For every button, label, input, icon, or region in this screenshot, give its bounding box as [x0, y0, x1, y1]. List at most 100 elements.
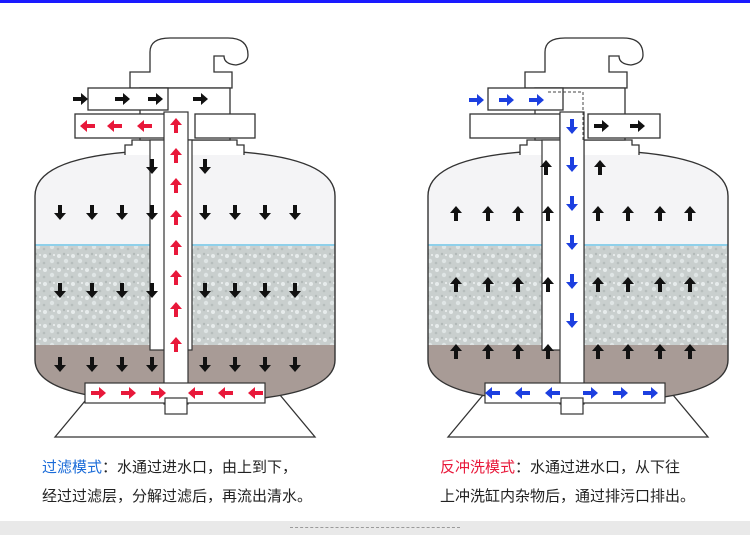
waste-port: [194, 113, 256, 139]
blue-arrow-icon: [515, 387, 530, 399]
black-arrow-icon: [259, 283, 271, 298]
black-arrow-icon: [199, 205, 211, 220]
red-arrow-icon: [170, 302, 182, 317]
black-arrow-icon: [622, 344, 634, 359]
blue-arrow-icon: [583, 387, 598, 399]
collector-neck: [164, 397, 188, 415]
red-arrow-icon: [170, 270, 182, 285]
black-arrow-icon: [199, 357, 211, 372]
black-arrow-icon: [542, 206, 554, 221]
black-arrow-icon: [229, 283, 241, 298]
black-arrow-icon: [592, 206, 604, 221]
red-arrow-icon: [170, 240, 182, 255]
black-arrow-icon: [592, 277, 604, 292]
black-arrow-icon: [594, 120, 609, 132]
side-port: [469, 113, 561, 139]
blue-arrow-icon: [529, 94, 544, 106]
black-arrow-icon: [622, 206, 634, 221]
black-arrow-icon: [146, 205, 158, 220]
filter-mode-tank: [34, 37, 336, 438]
filter-mode-title: 过滤模式: [42, 458, 103, 476]
black-arrow-icon: [482, 206, 494, 221]
black-arrow-icon: [115, 93, 130, 105]
top-border-line: [0, 0, 750, 3]
black-arrow-icon: [684, 206, 696, 221]
blue-arrow-icon: [566, 313, 578, 328]
black-arrow-icon: [146, 283, 158, 298]
black-arrow-icon: [259, 205, 271, 220]
black-arrow-icon: [592, 344, 604, 359]
black-arrow-icon: [259, 357, 271, 372]
blue-arrow-icon: [566, 119, 578, 134]
black-arrow-icon: [512, 344, 524, 359]
black-arrow-icon: [542, 344, 554, 359]
blue-arrow-icon: [566, 274, 578, 289]
red-arrow-icon: [188, 387, 203, 399]
blue-arrow-icon: [566, 157, 578, 172]
black-arrow-icon: [86, 283, 98, 298]
black-arrow-icon: [512, 206, 524, 221]
black-arrow-icon: [654, 277, 666, 292]
black-arrow-icon: [146, 357, 158, 372]
black-arrow-icon: [594, 160, 606, 175]
black-arrow-icon: [54, 205, 66, 220]
black-arrow-icon: [450, 277, 462, 292]
blue-arrow-icon: [566, 196, 578, 211]
blue-arrow-icon: [643, 387, 658, 399]
black-arrow-icon: [512, 277, 524, 292]
collector-neck: [560, 397, 584, 415]
black-arrow-icon: [73, 93, 88, 105]
black-arrow-icon: [450, 344, 462, 359]
red-arrow-icon: [137, 120, 152, 132]
center-pipe: [559, 111, 585, 405]
black-arrow-icon: [630, 120, 645, 132]
filter-mode-caption-line1: 过滤模式：水通过进水口，由上到下，: [42, 453, 312, 482]
black-arrow-icon: [482, 277, 494, 292]
black-arrow-icon: [482, 344, 494, 359]
filter-mode-text1: ：水通过进水口，由上到下，: [102, 458, 298, 476]
black-arrow-icon: [229, 205, 241, 220]
black-arrow-icon: [289, 205, 301, 220]
backwash-flow-arrows: [450, 94, 696, 399]
black-arrow-icon: [654, 344, 666, 359]
black-arrow-icon: [450, 206, 462, 221]
blue-arrow-icon: [485, 387, 500, 399]
blue-arrow-icon: [545, 387, 560, 399]
black-arrow-icon: [289, 357, 301, 372]
black-arrow-icon: [54, 357, 66, 372]
red-arrow-icon: [170, 118, 182, 133]
inlet-port: [487, 87, 564, 111]
black-arrow-icon: [229, 357, 241, 372]
backwash-mode-text1: ：水通过进水口，从下往: [515, 458, 681, 476]
red-arrow-icon: [248, 387, 263, 399]
red-arrow-icon: [170, 337, 182, 352]
black-arrow-icon: [116, 205, 128, 220]
backwash-mode-title: 反冲洗模式: [440, 458, 516, 476]
red-arrow-icon: [107, 120, 122, 132]
footer-strip: [0, 521, 750, 535]
black-arrow-icon: [622, 277, 634, 292]
red-arrow-icon: [80, 120, 95, 132]
filter-mode-text2: 经过过滤层，分解过滤后，再流出清水。: [42, 487, 313, 505]
red-arrow-icon: [218, 387, 233, 399]
valve-handle: [129, 37, 249, 89]
red-arrow-icon: [121, 387, 136, 399]
black-arrow-icon: [86, 205, 98, 220]
black-arrow-icon: [148, 93, 163, 105]
blue-arrow-icon: [499, 94, 514, 106]
black-arrow-icon: [54, 283, 66, 298]
black-arrow-icon: [684, 277, 696, 292]
valve-handle: [524, 37, 644, 89]
backwash-mode-text2: 上冲洗缸内杂物后，通过排污口排出。: [440, 487, 696, 505]
black-arrow-icon: [116, 283, 128, 298]
footer-dashed-line: [290, 527, 460, 528]
black-arrow-icon: [86, 357, 98, 372]
black-arrow-icon: [654, 206, 666, 221]
blue-arrow-icon: [469, 94, 484, 106]
filter-mode-caption: 过滤模式：水通过进水口，由上到下， 经过过滤层，分解过滤后，再流出清水。: [42, 453, 312, 511]
backwash-mode-caption: 反冲洗模式：水通过进水口，从下往 上冲洗缸内杂物后，通过排污口排出。: [440, 453, 695, 511]
red-arrow-icon: [151, 387, 166, 399]
black-arrow-icon: [199, 283, 211, 298]
backwash-mode-caption-line1: 反冲洗模式：水通过进水口，从下往: [440, 453, 695, 482]
